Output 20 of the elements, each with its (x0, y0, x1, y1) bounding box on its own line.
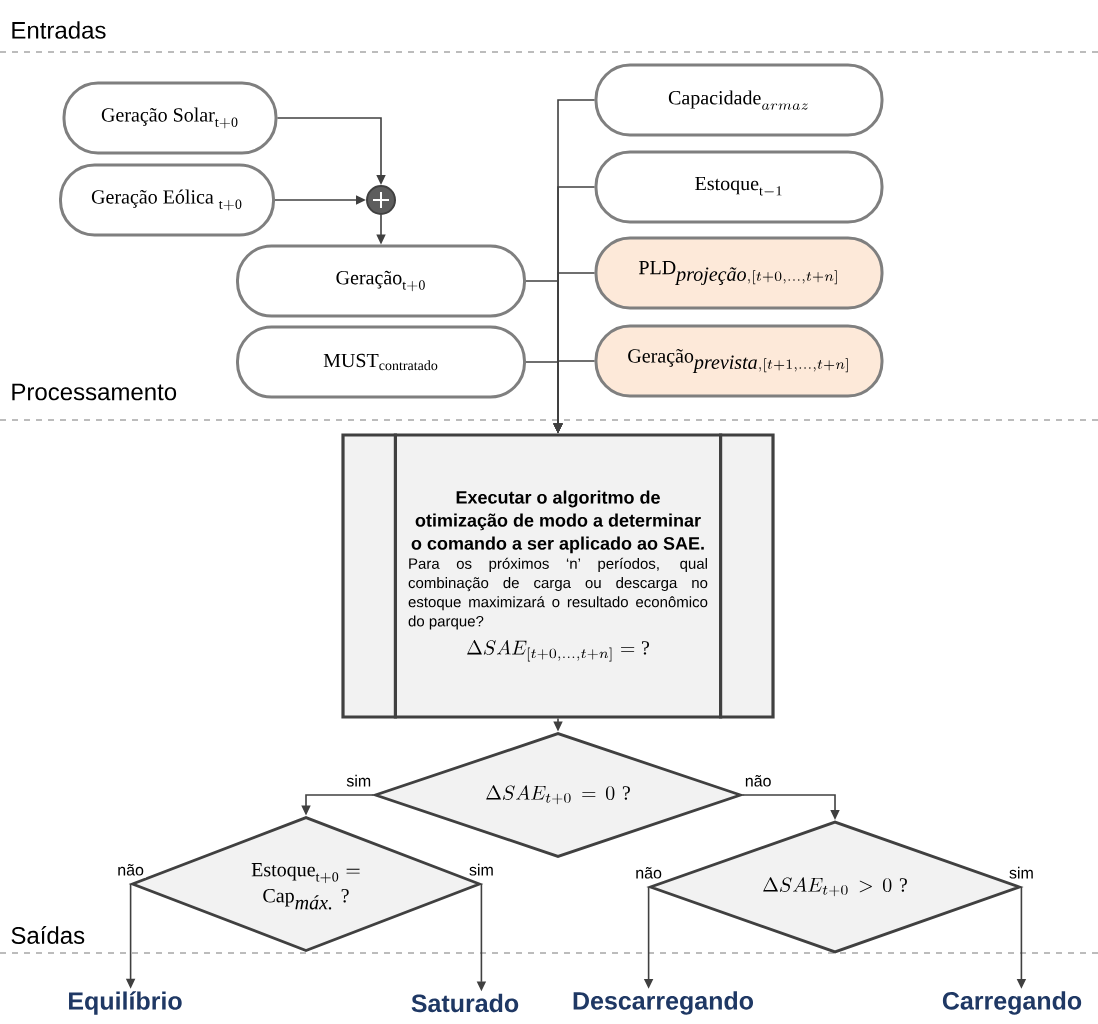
section-heading: Saídas (11, 926, 85, 944)
input-pill: $\mbox{PLD}_{\mbox{\itshape projeção},[t+0,\ldots,t+n]}$ (594, 236, 884, 310)
input-pill: $\mbox{Capacidade}_{armaz}$ (594, 63, 884, 137)
output-label: Saturado (411, 993, 519, 1013)
section-heading: Entradas (12, 21, 106, 39)
output-label: Descarregando (573, 991, 753, 1015)
input-pill: $\mbox{Geração Eólica }_{\mathrm{t+0}}$ (59, 163, 275, 237)
input-pill: $\mbox{Geração Solar}_{\mathrm{t+0}}$ (62, 81, 278, 155)
edge-label: não (115, 862, 146, 878)
summing-junction (366, 185, 396, 215)
edge-label: não (742, 773, 774, 789)
process-box: Executar o algoritmo de otimização de modo a determinar o comando a ser aplicado ao SAE. Para os próximos ‘n’ períodos, qual combinação de carga ou descarga no estoque maximizará o resultado econômico do parque? $\Delta SAE_{[t+0,\ldots,t+n]} = \mbox{?}$ (341, 431, 775, 721)
output-label: Carregando (942, 991, 1082, 1015)
input-pill: $\mbox{Geração}_{\mathrm{t+0}}$ (236, 244, 526, 318)
input-pill: $\mbox{MUST}_{\mathrm{contratado}}$ (236, 325, 526, 399)
output-label: Equilíbrio (69, 991, 182, 1015)
input-pill: $\mbox{Estoque}_{\mathrm{t-1}}$ (594, 150, 884, 224)
section-heading: Processamento (12, 383, 177, 401)
edge-label: sim (344, 772, 374, 789)
input-pill: $\mbox{Geração}_{\mbox{\itshape prevista},[t+1,\ldots,t+n]}$ (594, 324, 884, 398)
